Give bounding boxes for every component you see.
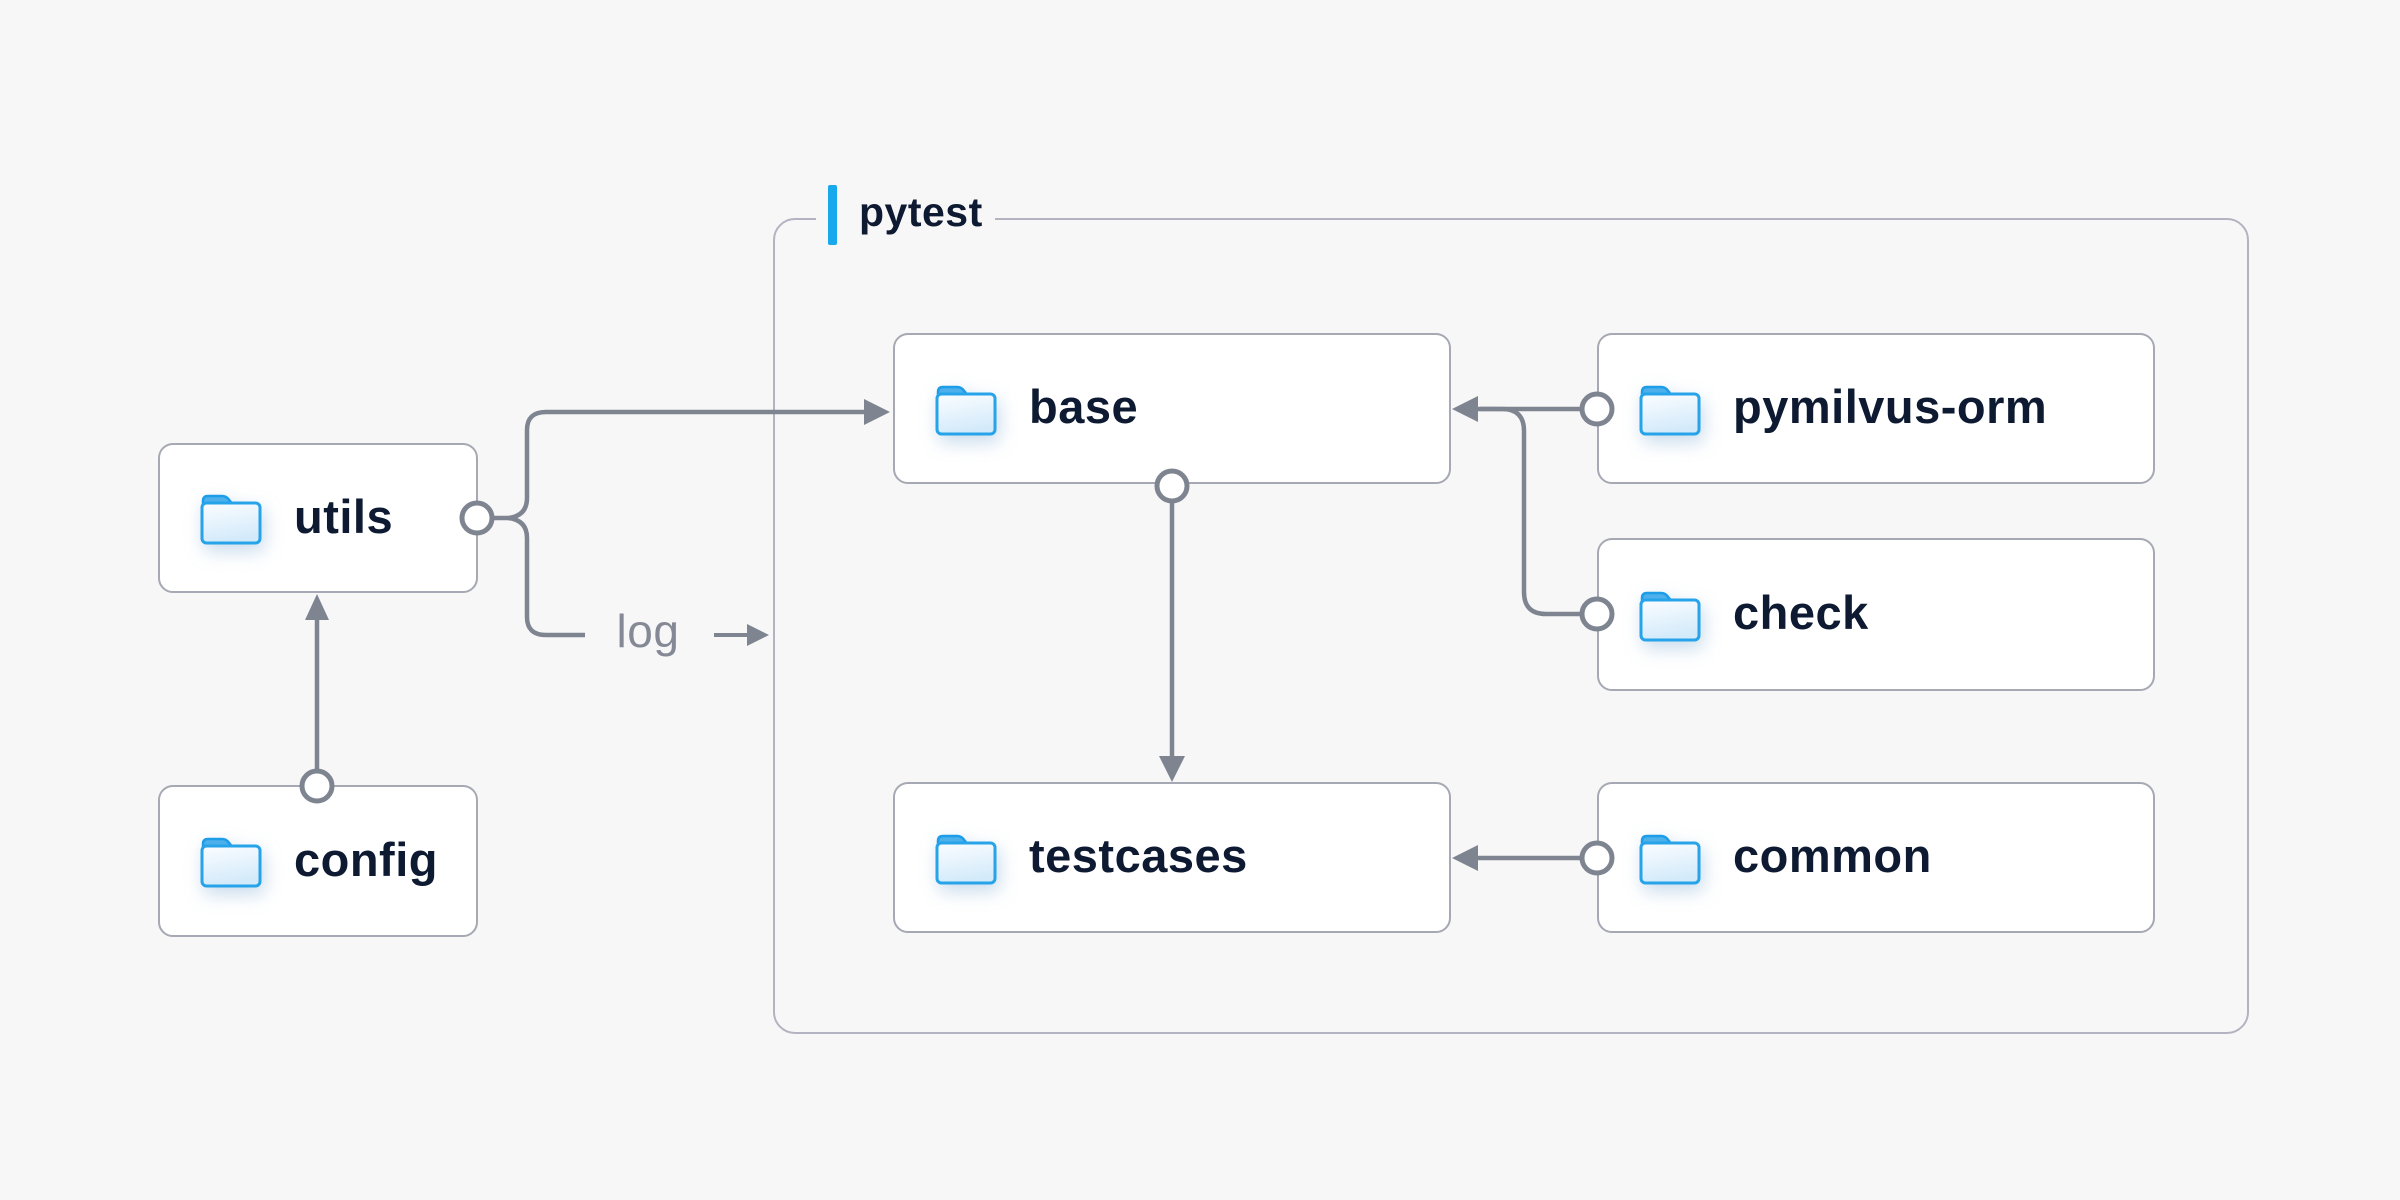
arrowhead-small-right-icon (747, 624, 769, 646)
node-label: utils (294, 489, 394, 543)
node-label: config (294, 832, 438, 886)
folder-icon (933, 382, 999, 436)
node-utils: utils (158, 443, 478, 593)
node-base: base (893, 333, 1451, 484)
folder-icon (933, 831, 999, 885)
group-title: pytest (859, 188, 983, 235)
node-label: common (1733, 829, 1932, 882)
pytest-group-label: pytest (816, 183, 995, 247)
accent-bar (828, 185, 837, 245)
edge-label-log: log (616, 605, 680, 657)
folder-icon (1637, 382, 1703, 436)
node-label: check (1733, 586, 1869, 639)
edge-utils-log (507, 515, 585, 638)
node-check: check (1597, 538, 2155, 691)
node-config: config (158, 785, 478, 937)
node-testcases: testcases (893, 782, 1451, 933)
node-common: common (1597, 782, 2155, 933)
arrowhead-up-icon (305, 594, 329, 620)
node-label: testcases (1029, 829, 1248, 882)
pytest-group-container (773, 218, 2249, 1034)
folder-icon (198, 834, 264, 888)
node-pymilvus-orm: pymilvus-orm (1597, 333, 2155, 484)
folder-icon (1637, 831, 1703, 885)
folder-icon (1637, 588, 1703, 642)
node-label: base (1029, 380, 1139, 433)
folder-icon (198, 491, 264, 545)
node-label: pymilvus-orm (1733, 380, 2048, 433)
